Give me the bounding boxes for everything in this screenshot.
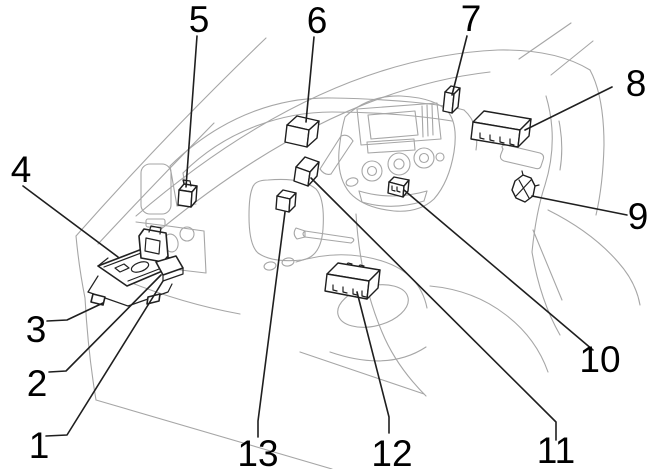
callout-9-line (531, 195, 628, 216)
climate-knob (361, 160, 383, 182)
component-box-11 (293, 156, 320, 187)
callout-3-label: 3 (26, 309, 47, 350)
callout-11-label: 11 (537, 430, 575, 469)
callout-3-line (46, 302, 104, 322)
steering-wheel-rim (295, 254, 428, 309)
climate-knob (387, 152, 411, 176)
radio-unit (356, 102, 442, 146)
component-box-8 (470, 110, 532, 148)
component-box-6 (284, 115, 320, 148)
callout-12-line (356, 291, 390, 434)
center-stack (338, 95, 456, 212)
component-box-12 (324, 262, 381, 300)
callout-7-label: 7 (461, 0, 482, 39)
component-box-5 (177, 179, 198, 208)
callout-6-label: 6 (307, 0, 328, 41)
callout-2-label: 2 (27, 363, 48, 404)
callout-2-line (48, 274, 162, 373)
callout-labels: 1 2 3 4 5 6 7 8 9 10 11 12 13 (11, 0, 649, 469)
component-box-10 (387, 176, 410, 198)
callout-13-line (257, 211, 286, 438)
glove-box-handle (499, 144, 545, 170)
callout-10-line (403, 189, 594, 351)
callout-13-label: 13 (237, 433, 278, 469)
callout-11-line (310, 177, 557, 441)
climate-knob (413, 147, 435, 169)
callout-4-label: 4 (11, 149, 32, 190)
callout-5-label: 5 (189, 0, 210, 40)
knee-bolster (248, 178, 324, 262)
callout-12-label: 12 (371, 433, 412, 469)
callout-1-label: 1 (29, 425, 50, 466)
callout-8-label: 8 (626, 63, 647, 104)
callout-7-line (451, 35, 468, 96)
callout-lines (22, 35, 628, 441)
component-box-13 (275, 189, 297, 213)
callout-1-line (45, 280, 164, 437)
component-box-9 (511, 170, 540, 203)
callout-4-line (22, 185, 119, 258)
callout-8-line (524, 86, 613, 131)
callout-5-line (185, 35, 198, 188)
component-box-7 (442, 85, 461, 114)
callout-10-label: 10 (579, 339, 620, 380)
left-side-vent (140, 163, 172, 215)
callout-6-line (305, 36, 315, 123)
callout-9-label: 9 (628, 196, 649, 237)
assembly-top-connector (138, 228, 169, 263)
fuse-box-assembly (87, 225, 184, 307)
